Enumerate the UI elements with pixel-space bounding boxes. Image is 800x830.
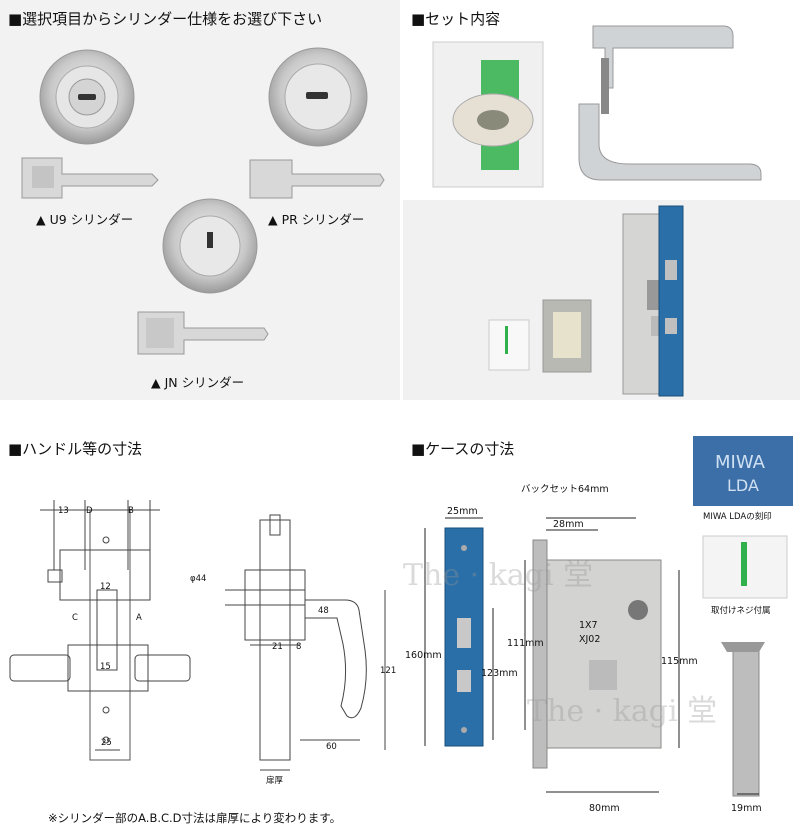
dim-19mm: 19mm	[731, 803, 762, 814]
handle-dimensions-title: ■ハンドル等の寸法	[8, 440, 143, 458]
dim-C: C	[72, 613, 78, 623]
dim-A: A	[136, 613, 142, 623]
dim-15: 15	[100, 662, 111, 672]
dim-25mm: 25mm	[447, 506, 478, 517]
watermark-bottom: The · kagi 堂	[527, 694, 718, 729]
dim-111mm: 111mm	[507, 638, 544, 649]
case-dimensions-title: ■ケースの寸法	[411, 440, 515, 458]
dim-80mm: 80mm	[589, 803, 620, 814]
case-dimensions-panel: ■ケースの寸法 The · kagi	[403, 430, 800, 830]
jn-cylinder-caption: ▲ JN シリンダー	[151, 375, 245, 390]
dim-115mm: 115mm	[661, 656, 698, 667]
pr-cylinder-caption: ▲ PR シリンダー	[268, 212, 365, 227]
miwa-caption: MIWA LDAの刻印	[703, 512, 772, 522]
dim-8: 8	[296, 642, 302, 652]
dim-160mm: 160mm	[405, 650, 442, 661]
dim-phi44: φ44	[190, 574, 207, 584]
dim-60: 60	[326, 742, 337, 752]
dim-door-thickness: 扉厚	[266, 776, 284, 786]
dim-D: D	[86, 506, 93, 516]
dim-21: 21	[272, 642, 283, 652]
dim-B: B	[128, 506, 134, 516]
lda-mark: LDA	[727, 476, 759, 495]
cylinder-panel-title: ■選択項目からシリンダー仕様をお選び下さい	[8, 10, 323, 28]
dim-13: 13	[58, 506, 69, 516]
set-contents-illustration	[403, 25, 800, 400]
backset-label: バックセット64mm	[521, 484, 609, 495]
set-contents-title: ■セット内容	[411, 10, 501, 28]
dim-121: 121	[380, 666, 397, 676]
screw-caption: 取付けネジ付属	[711, 606, 771, 616]
dim-123mm: 123mm	[481, 668, 518, 679]
handle-dimension-note: ※シリンダー部のA.B.C.D寸法は扉厚により変わります。	[48, 811, 342, 825]
dim-48: 48	[318, 606, 329, 616]
watermark-top: The · kagi 堂	[403, 558, 594, 593]
dim-25: 25	[101, 738, 112, 748]
handle-drawing	[9, 500, 386, 771]
case-drawing	[424, 436, 793, 797]
u9-cylinder-caption: ▲ U9 シリンダー	[36, 212, 134, 227]
dim-12: 12	[100, 582, 111, 592]
miwa-mark: MIWA	[715, 452, 765, 473]
set-contents-panel: ■セット内容	[403, 0, 800, 400]
cylinder-panel: ■選択項目からシリンダー仕様をお選び下さい ▲ U9 シリンダー ▲ PR シリ…	[0, 0, 400, 400]
case-stamp-1: 1X7	[579, 620, 598, 631]
handle-dimensions-panel: ■ハンドル等の寸法 13 D B C A 12 15 25 φ	[0, 430, 400, 830]
dim-28mm: 28mm	[553, 519, 584, 530]
cylinder-illustration	[21, 47, 385, 355]
case-stamp-2: XJ02	[579, 634, 601, 645]
